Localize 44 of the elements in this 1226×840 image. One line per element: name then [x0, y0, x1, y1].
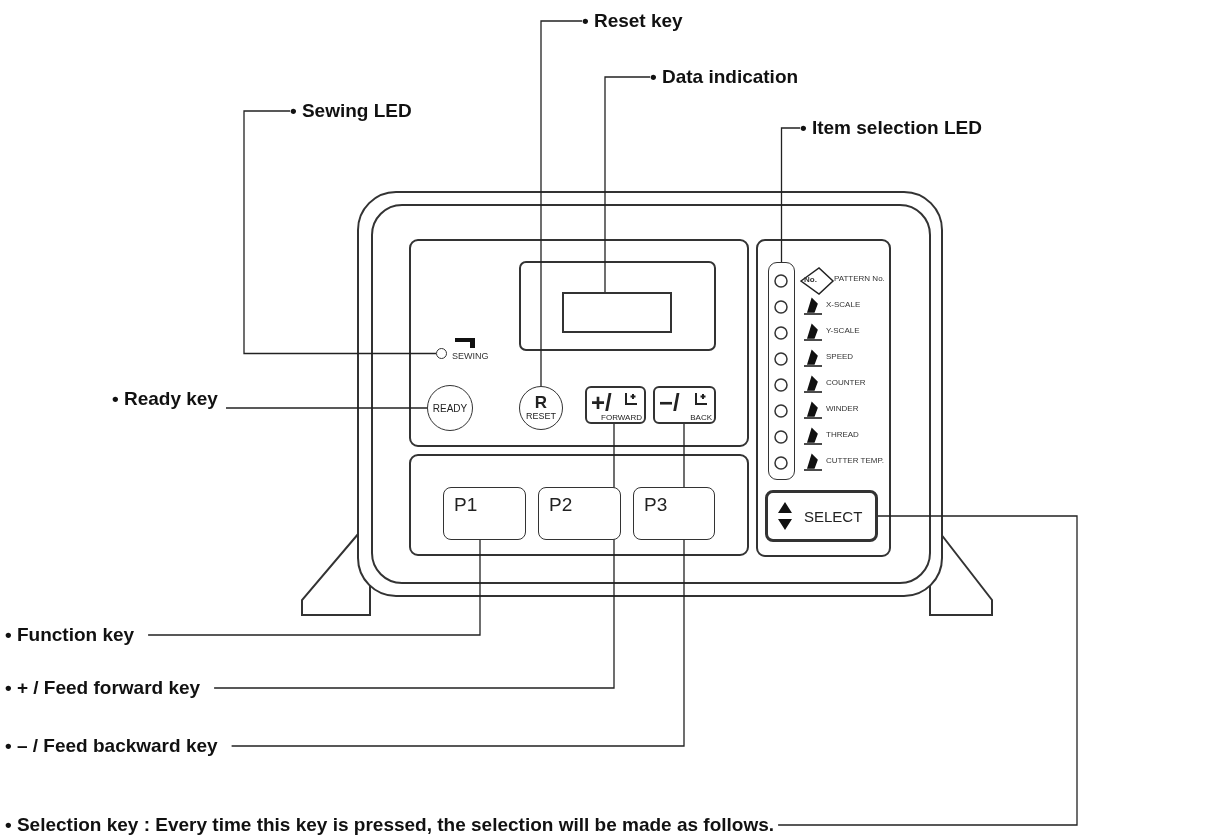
item-label: COUNTER	[826, 378, 866, 387]
item-label: SPEED	[826, 352, 854, 361]
key-symbol: −/	[659, 390, 680, 416]
item-label: WINDER	[826, 404, 859, 413]
item-label: Y-SCALE	[826, 326, 860, 335]
leader-line	[780, 127, 801, 263]
item-label: CUTTER TEMP.	[826, 456, 884, 465]
callout-label: • Function key	[5, 624, 135, 646]
callout-label: • – / Feed backward key	[5, 735, 218, 757]
forward-key	[585, 386, 646, 424]
display-window	[562, 292, 672, 333]
function-key: P1	[443, 487, 526, 540]
leader-line	[225, 407, 428, 409]
key-symbol: +/	[591, 390, 612, 416]
leader-line	[777, 515, 1078, 826]
leader-line	[147, 539, 481, 636]
leader-line	[604, 76, 651, 293]
callout-label: • Data indication	[650, 66, 799, 88]
callout-label: • Ready key	[112, 388, 218, 410]
key-caption: SELECT	[804, 507, 863, 525]
callout-label: • Item selection LED	[800, 117, 982, 139]
leader-line	[213, 423, 615, 689]
key-letter: R	[534, 395, 548, 411]
key-caption: FORWARD	[601, 413, 642, 422]
function-key: P2	[538, 487, 621, 540]
select-key	[765, 490, 878, 542]
function-key: P3	[633, 487, 715, 540]
item-label: THREAD	[826, 430, 859, 439]
item-label: X-SCALE	[826, 300, 861, 309]
callout-label: • Reset key	[582, 10, 683, 32]
led-column	[768, 262, 795, 480]
key-caption: BACK	[690, 413, 712, 422]
led-caption: SEWING	[452, 351, 489, 361]
symbol-text: No.	[804, 275, 817, 284]
callout-label: • + / Feed forward key	[5, 677, 201, 699]
callout-label: • Selection key : Every time this key is pressed, the selection will be made as follows.	[5, 814, 775, 836]
item-label: PATTERN No.	[834, 274, 885, 283]
callout-label: • Sewing LED	[290, 100, 412, 122]
leader-line	[540, 20, 583, 387]
key-caption: RESET	[526, 411, 556, 421]
leader-line	[230, 423, 685, 747]
back-key	[653, 386, 716, 424]
leader-line	[243, 110, 437, 355]
led-indicator	[436, 348, 447, 359]
